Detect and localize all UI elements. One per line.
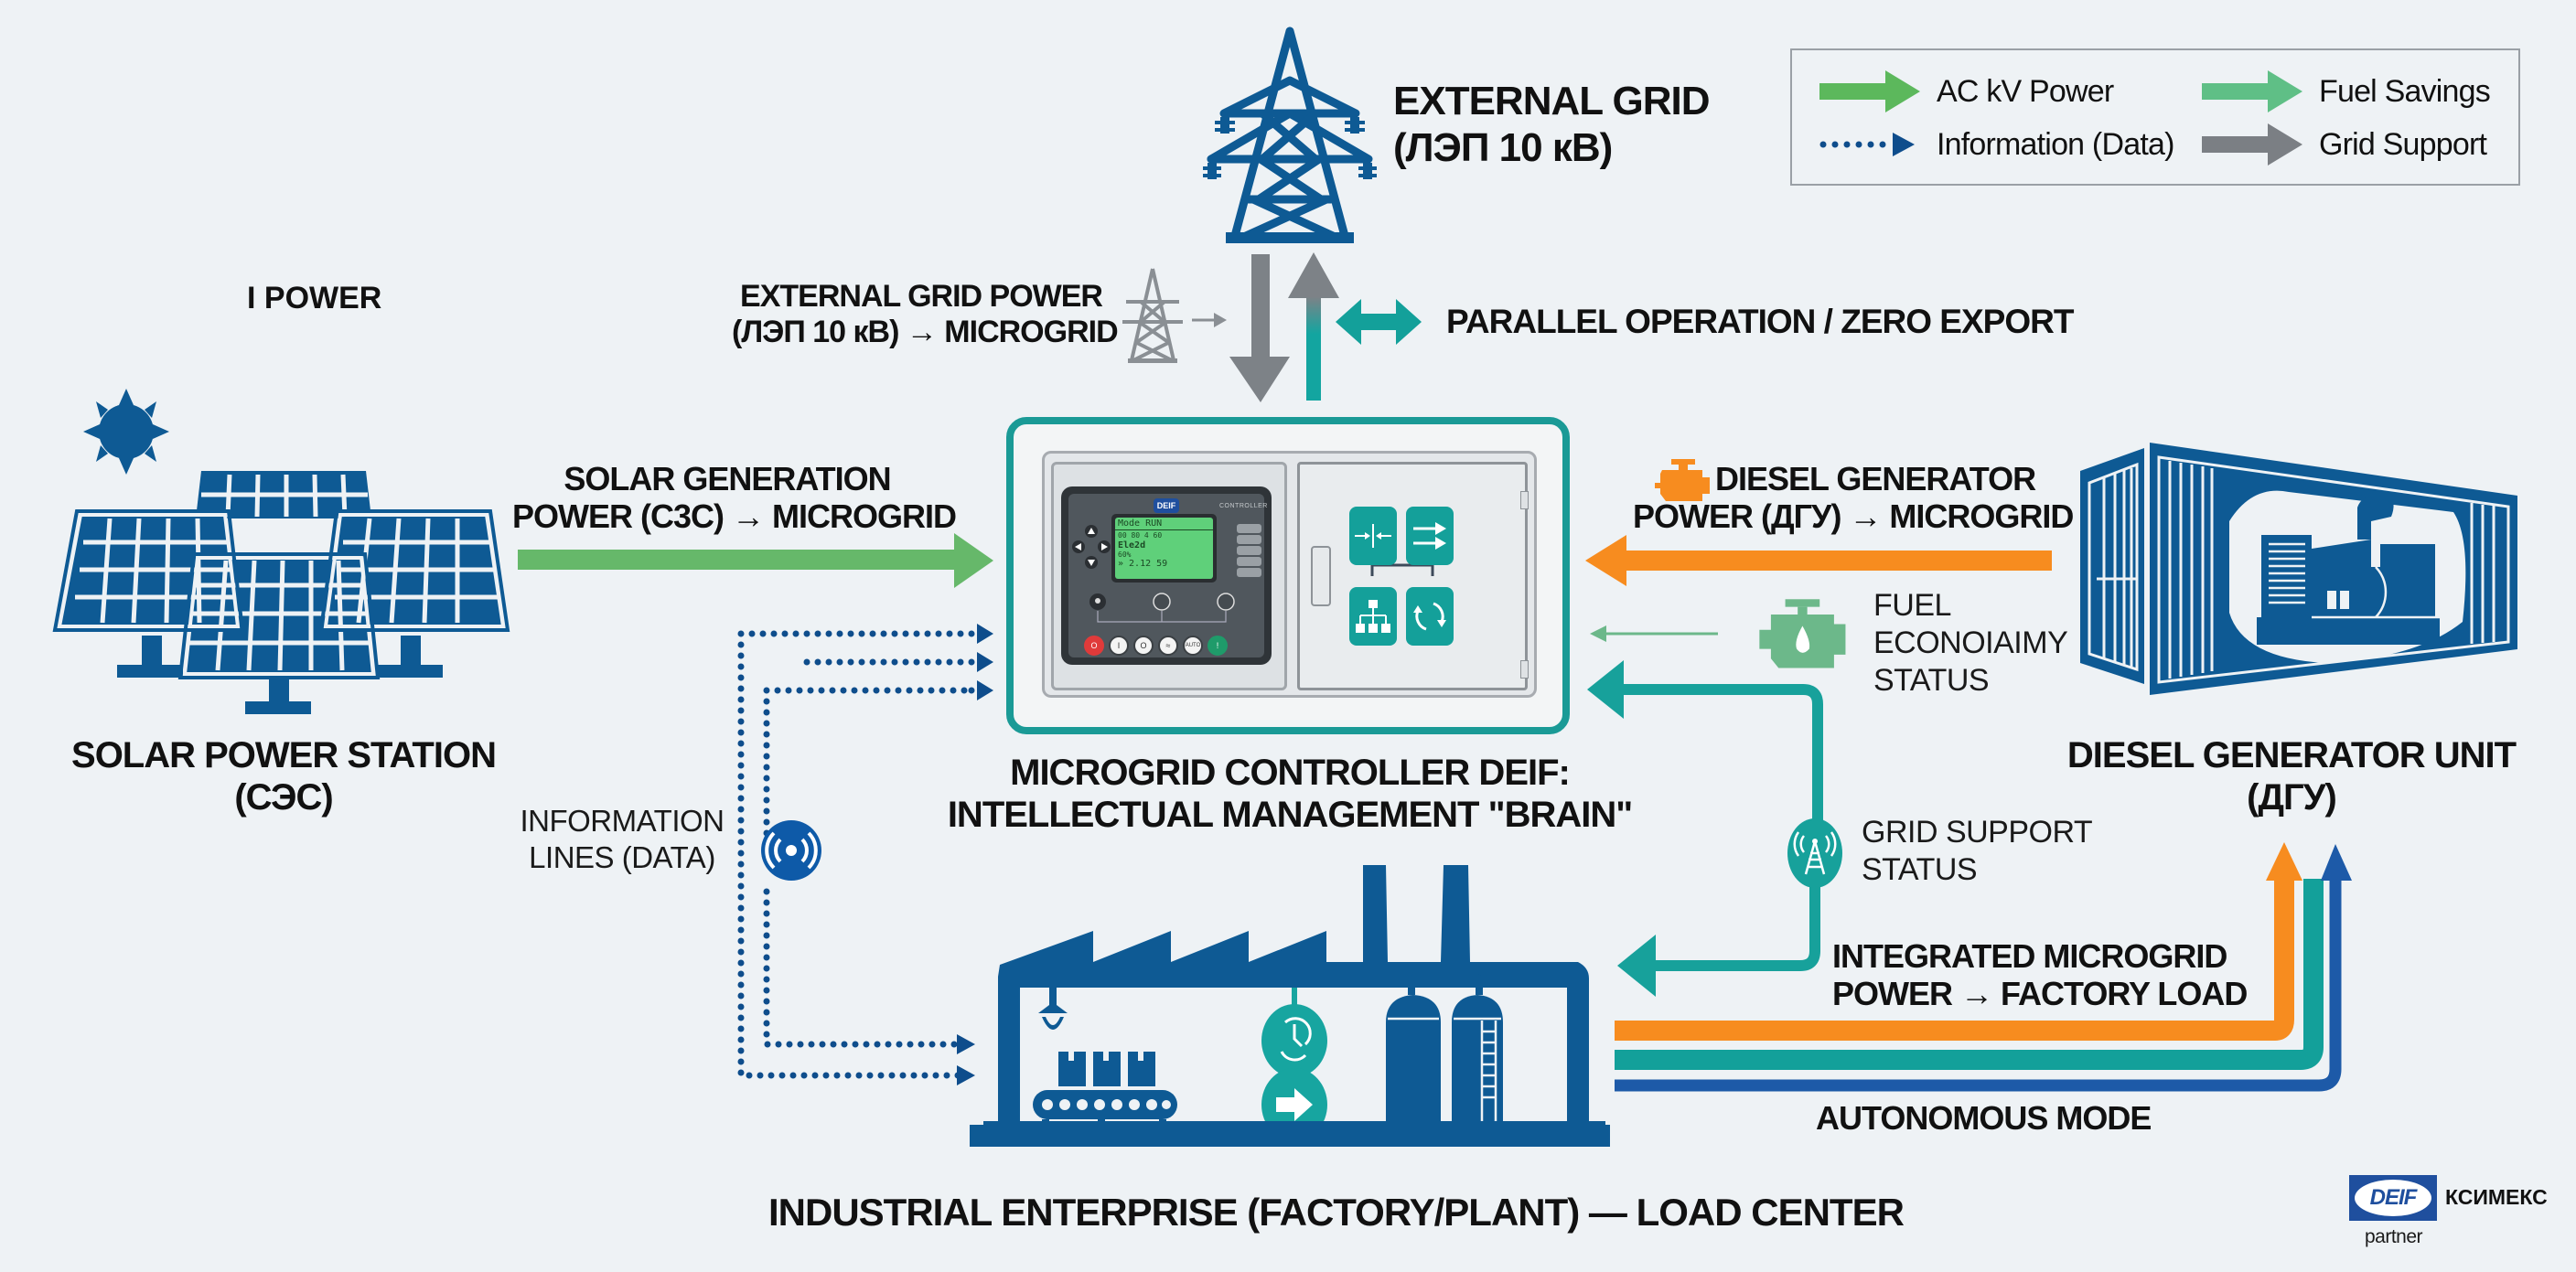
light-green-arrow-icon (2202, 70, 2302, 112)
grid-support-return-arrow (1617, 887, 1820, 997)
engine-icon-orange (1655, 459, 1710, 501)
transmission-tower-icon (1203, 27, 1377, 243)
sync-button[interactable]: ≈ (1158, 636, 1178, 656)
diesel-generator-title: DIESEL GENERATOR UNIT (ДГУ) (2066, 735, 2517, 818)
partner-label: partner (2365, 1226, 2423, 1247)
cell-tower-icon (1787, 818, 1842, 888)
teal-bus-line (1615, 879, 2324, 1070)
power-label-fragment: I POWER (247, 281, 382, 315)
hinge-top (1520, 491, 1529, 509)
data-line-2 (803, 652, 993, 672)
generator-container-icon (2080, 443, 2517, 695)
diesel-power-arrow (1585, 535, 2052, 586)
soft-key-1[interactable] (1237, 524, 1261, 533)
parallel-operation-label: PARALLEL OPERATION / ZERO EXPORT (1446, 303, 2074, 340)
grid-import-arrow (1229, 254, 1290, 402)
grid-export-arrow (1288, 252, 1339, 401)
cabinet-right-door[interactable] (1297, 462, 1528, 690)
small-tower-icon (1122, 268, 1183, 363)
factory-icon (983, 865, 1605, 1141)
data-line-vertical-outer (737, 641, 966, 1079)
factory-to-generator-bus (1615, 842, 2352, 1092)
wireless-signal-icon (761, 820, 821, 881)
solar-station-title: SOLAR POWER STATION (СЭС) (71, 735, 497, 818)
blue-bus-line (1615, 881, 2342, 1092)
legend: AC kV Power Fuel Savings Information (Da… (1790, 48, 2520, 186)
orange-bus-line (1615, 878, 2294, 1041)
fuel-engine-icon (1759, 599, 1846, 668)
navigation-dpad[interactable] (1072, 523, 1111, 571)
solar-generation-label: SOLAR GENERATION POWER (C3C) → MICROGRID (512, 460, 957, 536)
integrated-power-label: INTEGRATED MICROGRID POWER → FACTORY LOA… (1832, 937, 2248, 1013)
grid-power-arrows (1229, 252, 1339, 402)
diesel-power-label: DIESEL GENERATOR POWER (ДГУ) → MICROGRID (1633, 460, 2074, 536)
sun-icon (83, 389, 169, 475)
external-grid-power-label: EXTERNAL GRID POWER (ЛЭП 10 кВ) → MICROG… (732, 279, 1119, 350)
synchronization-icon (1349, 507, 1397, 565)
soft-key-5[interactable] (1237, 568, 1261, 577)
network-hierarchy-icon (1349, 587, 1397, 646)
alarm-button[interactable]: ! (1208, 636, 1228, 656)
factory-base (970, 1125, 1610, 1147)
stop-button[interactable]: O (1084, 636, 1104, 656)
transfer-switch-icon (1406, 507, 1454, 565)
autonomous-mode-label: AUTONOMOUS MODE (1816, 1099, 2152, 1137)
controller-lcd-display: Mode RUN 00 80 4 60 Ele2d 60% » 2.12 59 (1111, 514, 1217, 583)
external-grid-title: EXTERNAL GRID (ЛЭП 10 кВ) (1393, 79, 1711, 170)
company-name: КСИМЕКС (2445, 1185, 2548, 1209)
small-grey-arrow-icon (1192, 313, 1227, 327)
soft-key-3[interactable] (1237, 546, 1261, 555)
hinge-bottom (1520, 660, 1529, 679)
solar-power-arrow (518, 533, 993, 588)
auto-button[interactable]: AUTO (1183, 636, 1203, 656)
mode-indicator-row (1089, 593, 1235, 623)
information-lines-label: INFORMATION LINES (DATA) (520, 804, 724, 874)
door-handle[interactable] (1311, 546, 1331, 606)
soft-key-2[interactable] (1237, 535, 1261, 544)
legend-item-grid-support: Grid Support (2202, 123, 2487, 166)
off-button[interactable]: O (1133, 636, 1154, 656)
dotted-arrow-icon (1819, 133, 1915, 156)
controller-model-text: CONTROLLER (1219, 503, 1268, 509)
refresh-cycle-icon (1406, 587, 1454, 646)
blue-bus-arrowhead (2321, 844, 2352, 881)
bidirectional-arrow-icon (1336, 299, 1422, 345)
legend-item-ac-power: AC kV Power (1819, 70, 2114, 112)
legend-item-information: Information (Data) (1819, 123, 2174, 166)
legend-item-fuel-savings: Fuel Savings (2202, 70, 2491, 112)
deif-badge: DEIF (1154, 498, 1179, 513)
deif-logo: DEIF (2349, 1175, 2437, 1221)
grid-support-status-label: GRID SUPPORT STATUS (1862, 815, 2093, 887)
data-line-vertical-inner (763, 888, 966, 1048)
grey-arrow-icon (2202, 123, 2302, 166)
controller-title: MICROGRID CONTROLLER DEIF: INTELLECTUAL … (947, 753, 1633, 835)
information-data-lines (737, 624, 993, 1085)
fuel-status-arrow (1590, 625, 1718, 642)
orange-bus-arrowhead (2266, 842, 2302, 881)
fuel-economy-status-label: FUEL ECONOIAIMY STATUS (1873, 588, 2068, 698)
start-button[interactable]: I (1109, 636, 1129, 656)
soft-key-4[interactable] (1237, 557, 1261, 566)
data-line-3 (763, 680, 993, 700)
green-arrow-icon (1819, 70, 1920, 112)
data-line-1 (737, 624, 993, 644)
grid-support-line (1587, 660, 1823, 844)
factory-title: INDUSTRIAL ENTERPRISE (FACTORY/PLANT) — … (768, 1191, 1905, 1234)
solar-panels-icon (52, 389, 510, 714)
